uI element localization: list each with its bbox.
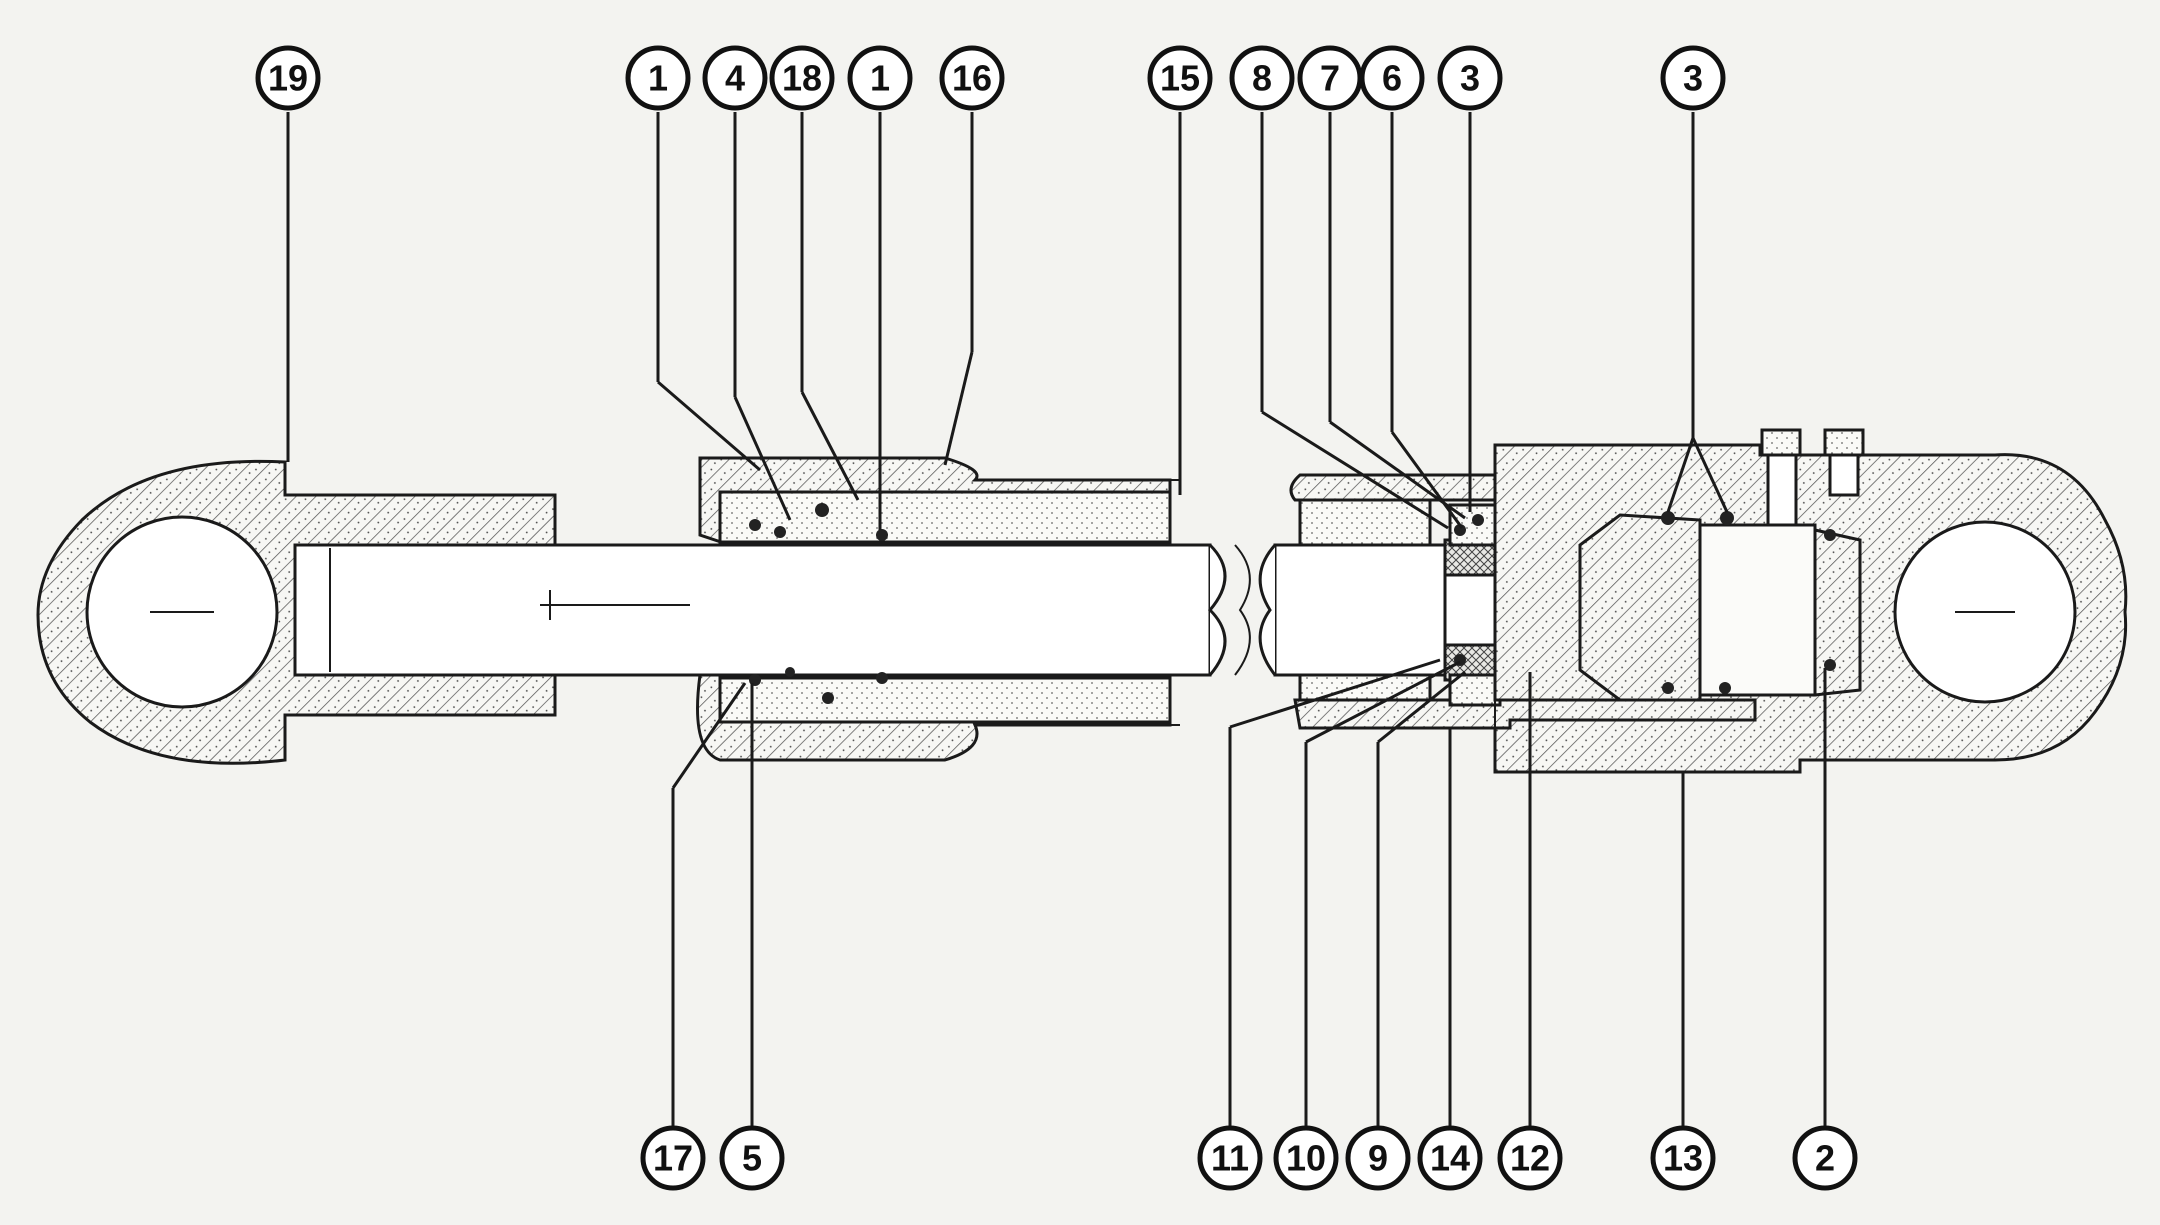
svg-text:18: 18 bbox=[782, 58, 822, 99]
svg-text:2: 2 bbox=[1815, 1138, 1835, 1179]
svg-text:7: 7 bbox=[1320, 58, 1340, 99]
callout-14: 14 bbox=[1417, 1125, 1483, 1191]
svg-text:3: 3 bbox=[1460, 58, 1480, 99]
callout-8: 8 bbox=[1229, 45, 1295, 111]
callout-3-b: 3 bbox=[1660, 45, 1726, 111]
callout-17: 17 bbox=[640, 1125, 706, 1191]
svg-text:4: 4 bbox=[725, 58, 745, 99]
svg-text:12: 12 bbox=[1510, 1138, 1550, 1179]
svg-text:13: 13 bbox=[1663, 1138, 1703, 1179]
callout-1-b: 1 bbox=[847, 45, 913, 111]
callout-7: 7 bbox=[1297, 45, 1363, 111]
svg-text:17: 17 bbox=[653, 1138, 693, 1179]
svg-text:10: 10 bbox=[1286, 1138, 1326, 1179]
svg-text:14: 14 bbox=[1430, 1138, 1470, 1179]
break-marks bbox=[1234, 544, 1251, 676]
svg-text:16: 16 bbox=[952, 58, 992, 99]
svg-text:3: 3 bbox=[1683, 58, 1703, 99]
callout-1-a: 1 bbox=[625, 45, 691, 111]
callout-10: 10 bbox=[1273, 1125, 1339, 1191]
callout-18: 18 bbox=[769, 45, 835, 111]
callout-15: 15 bbox=[1147, 45, 1213, 111]
callouts-top: 19 1 4 18 1 16 15 8 7 6 3 3 bbox=[255, 45, 1726, 111]
piston-rod-left bbox=[293, 543, 1227, 677]
callouts-bottom: 17 5 11 10 9 14 12 13 2 bbox=[640, 1125, 1858, 1191]
callout-3-a: 3 bbox=[1437, 45, 1503, 111]
callout-5: 5 bbox=[719, 1125, 785, 1191]
leader-lines bbox=[286, 112, 1827, 1128]
callout-6: 6 bbox=[1359, 45, 1425, 111]
svg-text:19: 19 bbox=[268, 58, 308, 99]
svg-text:5: 5 bbox=[742, 1138, 762, 1179]
callout-9: 9 bbox=[1345, 1125, 1411, 1191]
callout-19: 19 bbox=[255, 45, 321, 111]
callout-11: 11 bbox=[1197, 1125, 1263, 1191]
cylinder-base bbox=[1493, 428, 2128, 774]
callout-2: 2 bbox=[1792, 1125, 1858, 1191]
svg-text:15: 15 bbox=[1160, 58, 1200, 99]
svg-text:11: 11 bbox=[1211, 1138, 1249, 1179]
svg-text:8: 8 bbox=[1252, 58, 1272, 99]
callout-13: 13 bbox=[1650, 1125, 1716, 1191]
svg-text:1: 1 bbox=[870, 58, 890, 99]
svg-text:1: 1 bbox=[648, 58, 668, 99]
gland-head bbox=[696, 456, 1180, 762]
svg-text:9: 9 bbox=[1368, 1138, 1388, 1179]
callout-4: 4 bbox=[702, 45, 768, 111]
svg-text:6: 6 bbox=[1382, 58, 1402, 99]
callout-12: 12 bbox=[1497, 1125, 1563, 1191]
callout-16: 16 bbox=[939, 45, 1005, 111]
